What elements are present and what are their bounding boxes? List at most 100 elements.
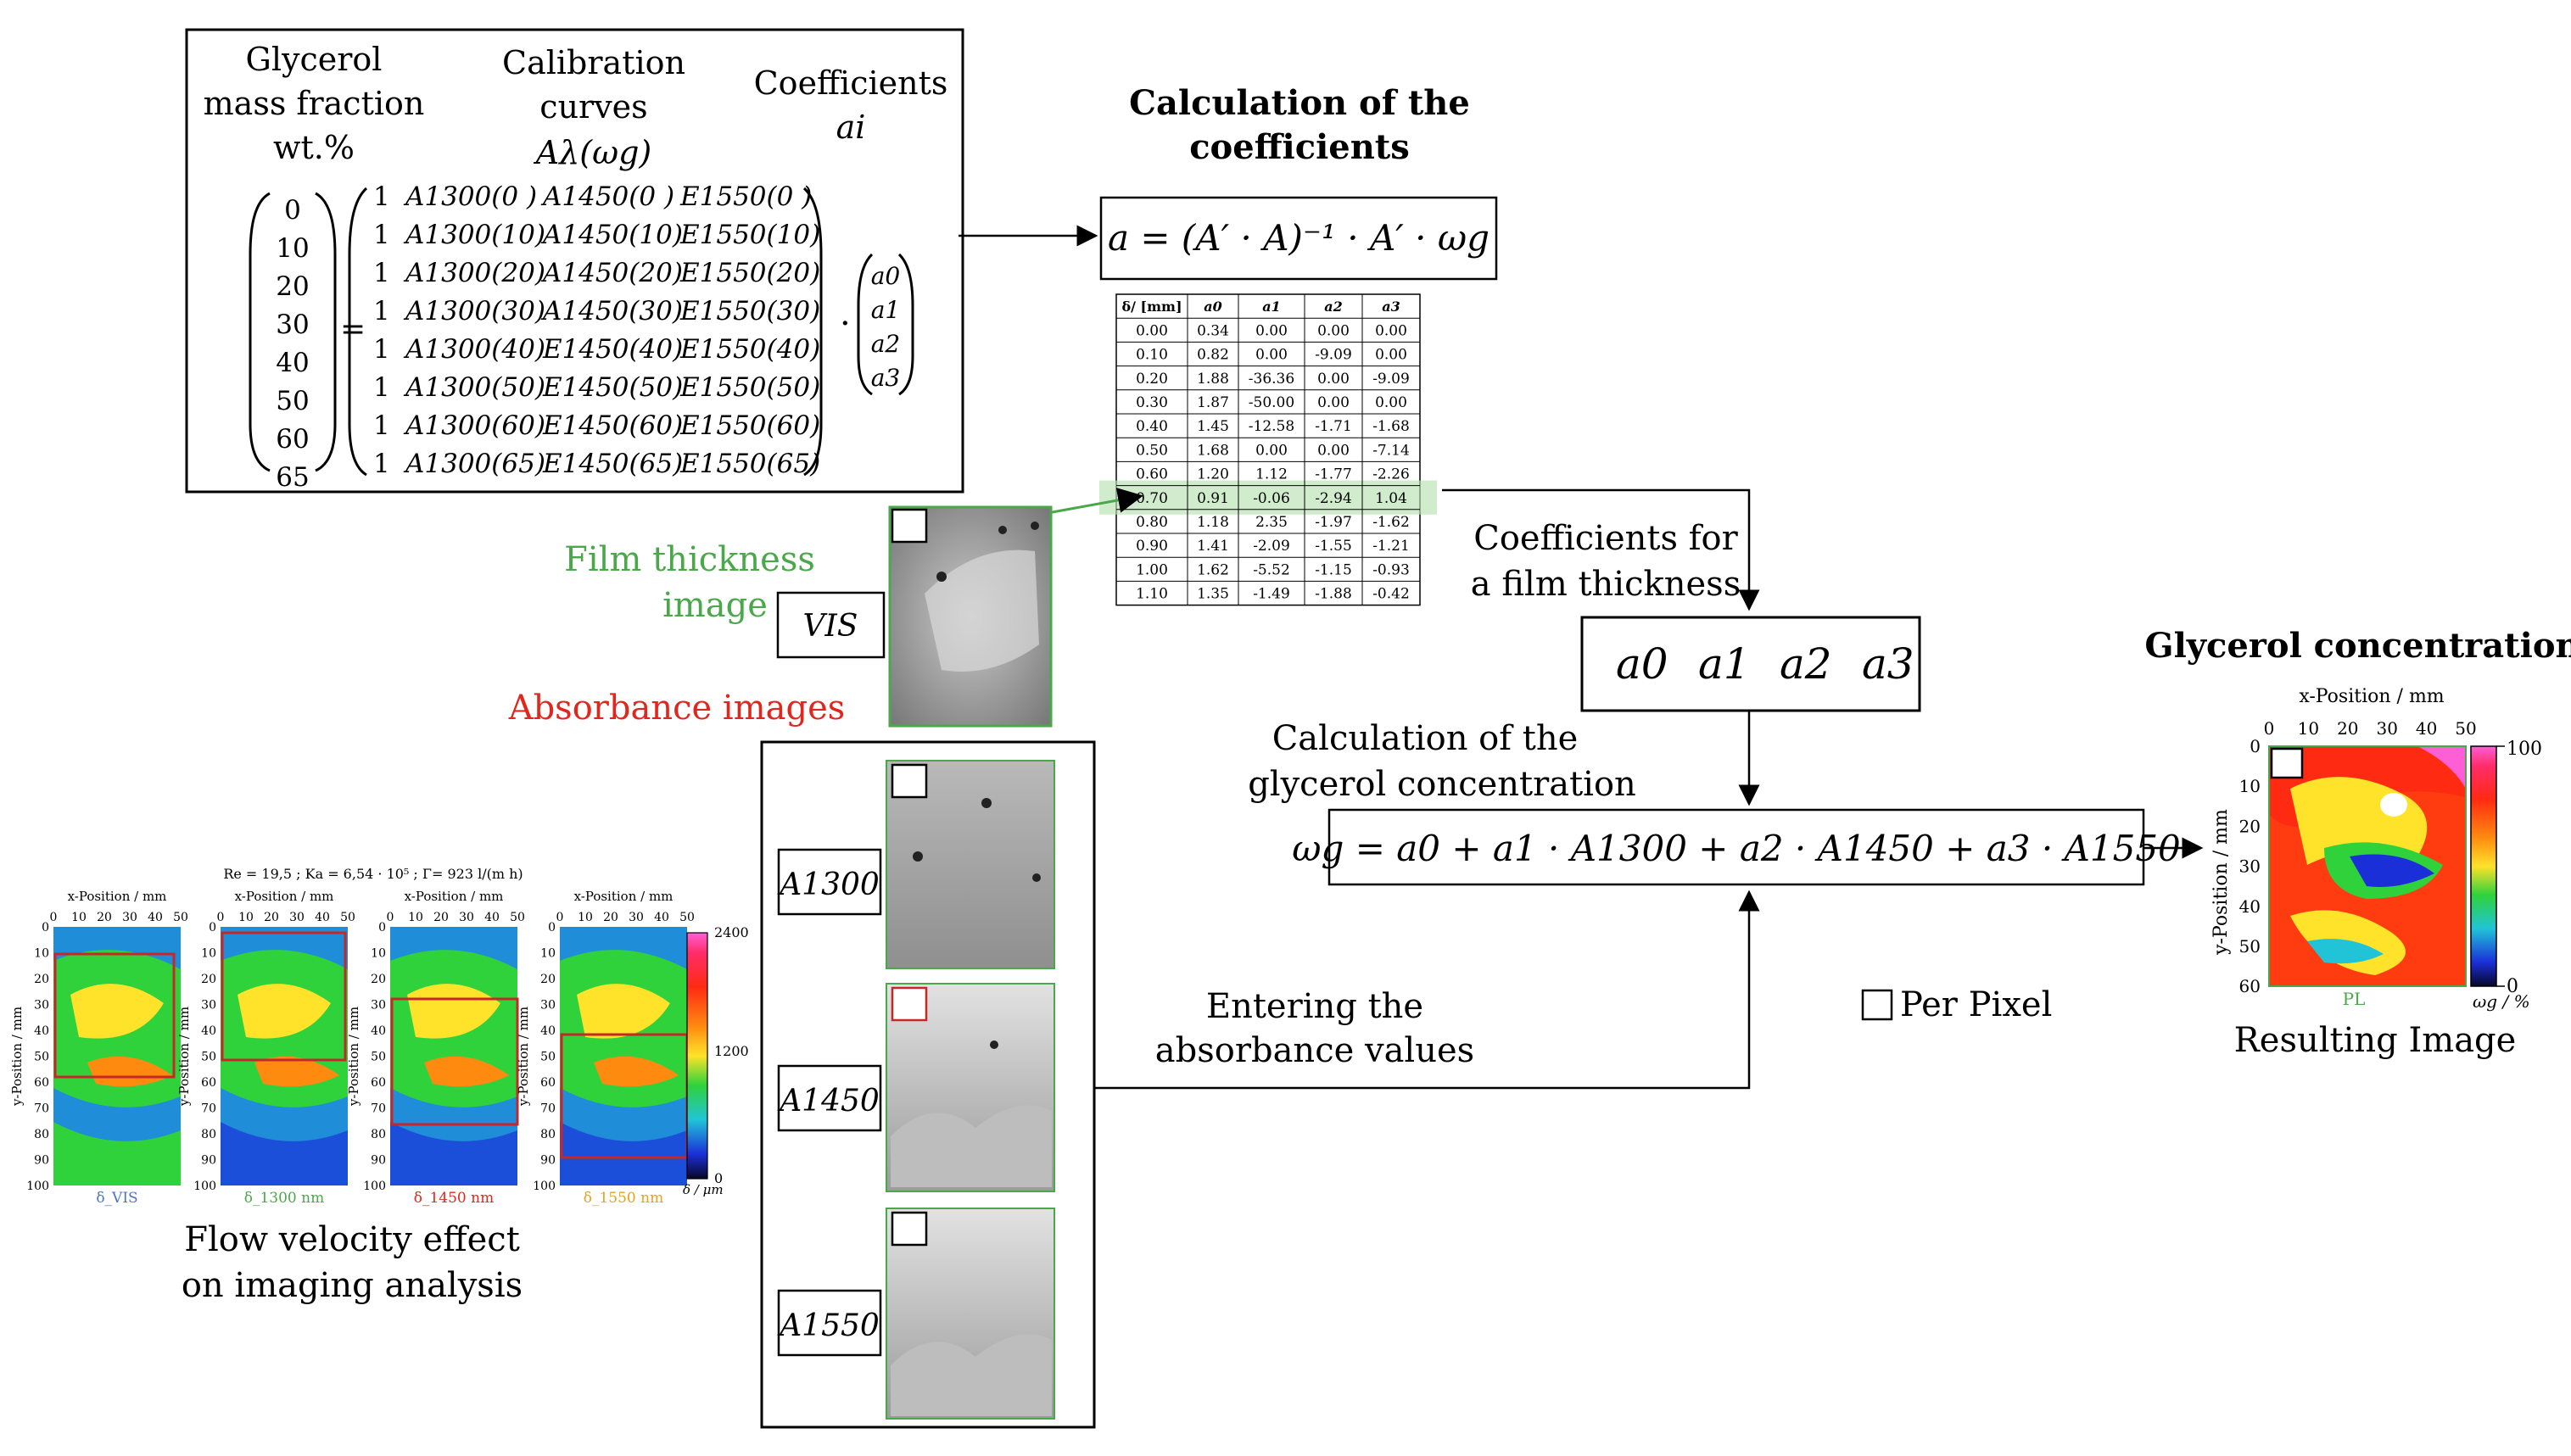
coef-table-cell: -1.88 [1315, 586, 1352, 603]
flow-panel-label: δ_VIS [96, 1190, 137, 1207]
flow-ytick: 40 [201, 1024, 216, 1038]
result-ytick: 60 [2239, 976, 2261, 996]
flow-ytick: 30 [34, 999, 49, 1013]
svg-text:a0: a0 [1616, 639, 1668, 689]
coef-table-cell: 1.20 [1197, 466, 1229, 483]
coef-table-cell: 0.00 [1317, 442, 1350, 459]
flow-xtick: 10 [71, 911, 87, 924]
flow-xtick: 10 [578, 911, 593, 924]
flow-ytick: 20 [201, 973, 216, 986]
coef-table-cell: 0.00 [1255, 322, 1288, 339]
calc-title-1: Calculation of the [1129, 83, 1470, 123]
header-mass-2: mass fraction [204, 85, 425, 122]
matrix-cell: E1450(40) [542, 334, 683, 365]
svg-text:a3: a3 [1862, 639, 1914, 689]
flow-panel-label: δ_1550 nm [584, 1190, 663, 1207]
vis-box [776, 591, 886, 659]
flow-xtick: 30 [629, 911, 644, 924]
coef-table-cell: 1.62 [1197, 561, 1229, 578]
flow-ytick: 90 [34, 1154, 49, 1168]
coef-table-cell: 0.20 [1136, 371, 1168, 388]
flow-xtick: 0 [217, 911, 225, 924]
coef-table-cell: 0.34 [1197, 322, 1229, 339]
matrix-cell: E1550(50) [679, 372, 820, 403]
calc-gly-2: glycerol concentration [1248, 765, 1636, 804]
result-cbar-label: ωg / % [2473, 991, 2530, 1012]
flow-ytick: 0 [548, 921, 556, 934]
mass-value: 40 [276, 348, 309, 378]
result-ylabel: y-Position / mm [2211, 809, 2232, 956]
film-label-2: image [662, 586, 768, 625]
coef-table-header: a0 [1204, 298, 1222, 315]
matrix-cell: 1 [373, 258, 390, 288]
coef-table-cell: -1.49 [1253, 586, 1290, 603]
matrix-cell: A1300(0 ) [403, 181, 537, 212]
coef-table-cell: 0.30 [1136, 394, 1168, 411]
abs-label-1300: A1300 [777, 867, 880, 902]
flow-ytick: 0 [42, 921, 49, 934]
flow-xtick: 20 [433, 911, 449, 924]
abs-image-1300 [886, 760, 1055, 969]
mass-value: 65 [276, 462, 309, 493]
mass-value: 60 [276, 424, 309, 455]
matrix-cell: A1300(50) [403, 372, 545, 403]
coef-table-cell: 1.10 [1136, 586, 1168, 603]
coef-vector-item: a1 [871, 296, 901, 324]
flow-xtick: 20 [603, 911, 618, 924]
flow-xtick: 30 [459, 911, 474, 924]
matrix-cell: A1450(20) [540, 258, 683, 288]
coef-vector-item: a2 [871, 330, 901, 358]
result-ytick: 30 [2239, 856, 2261, 877]
coef-table-cell: 0.91 [1197, 490, 1229, 507]
flow-xlabel: x-Position / mm [574, 889, 673, 904]
matrix-cell: 1 [373, 372, 390, 403]
result-colorbar [2470, 745, 2497, 987]
flow-xtick: 30 [289, 911, 305, 924]
final-formula: ωg = a0 + a1 · A1300 + a2 · A1450 + a3 ·… [1292, 828, 2181, 869]
coef-film-1: Coefficients for [1473, 519, 1738, 558]
result-xtick: 30 [2376, 718, 2397, 739]
matrix-cell: E1550(0 ) [679, 181, 812, 212]
coef-table-cell: 0.50 [1136, 442, 1168, 459]
flow-xtick: 10 [408, 911, 423, 924]
calc-title-2: coefficients [1189, 127, 1410, 167]
matrix-cell: E1450(60) [542, 410, 683, 441]
flow-xtick: 0 [387, 911, 394, 924]
flow-ytick: 80 [540, 1128, 556, 1141]
header-calib: Calibration [502, 44, 685, 81]
calc-gly-1: Calculation of the [1272, 719, 1579, 758]
matrix-cell: 1 [373, 296, 390, 326]
flow-xtick: 50 [510, 911, 525, 924]
coef-table-cell: 1.88 [1197, 371, 1229, 388]
matrix-cell: A1300(65) [403, 449, 545, 479]
coef-table-cell: 0.00 [1317, 322, 1350, 339]
flow-ytick: 20 [34, 973, 49, 986]
calc-formula-box [1099, 196, 1498, 281]
flow-highlight-box [53, 952, 176, 1079]
coef-table-cell: 1.41 [1197, 538, 1229, 555]
mass-value: 50 [276, 386, 309, 416]
coef-table-cell: -1.21 [1372, 538, 1410, 555]
matrix-box [185, 28, 964, 494]
coef-table-cell: 0.10 [1136, 347, 1168, 364]
flow-ytick: 100 [363, 1180, 386, 1193]
header-calib-3: Aλ(ωg) [534, 134, 652, 171]
coef-table-cell: 1.45 [1197, 418, 1229, 435]
calc-formula: a = (A′ · A)⁻¹ · A′ · ωg [1108, 217, 1490, 259]
coef-table-cell: -0.42 [1372, 586, 1410, 603]
highlight-row [1099, 480, 1437, 515]
flow-ytick: 50 [34, 1051, 49, 1064]
flow-xtick: 50 [679, 911, 695, 924]
flow-ylabel: y-Position / mm [176, 1007, 192, 1107]
result-ytick: 10 [2239, 776, 2261, 796]
flow-xtick: 0 [556, 911, 564, 924]
result-bottom-label: PL [2343, 989, 2366, 1009]
result-pixel-marker [2270, 747, 2304, 779]
coef-table-cell: 1.35 [1197, 586, 1229, 603]
matrix-cell: 1 [373, 334, 390, 365]
coef-table-cell: 0.00 [1375, 322, 1407, 339]
coef-table-cell: 0.00 [1317, 394, 1350, 411]
per-pixel-icon [1861, 989, 1893, 1021]
flow-ytick: 60 [371, 1076, 386, 1090]
